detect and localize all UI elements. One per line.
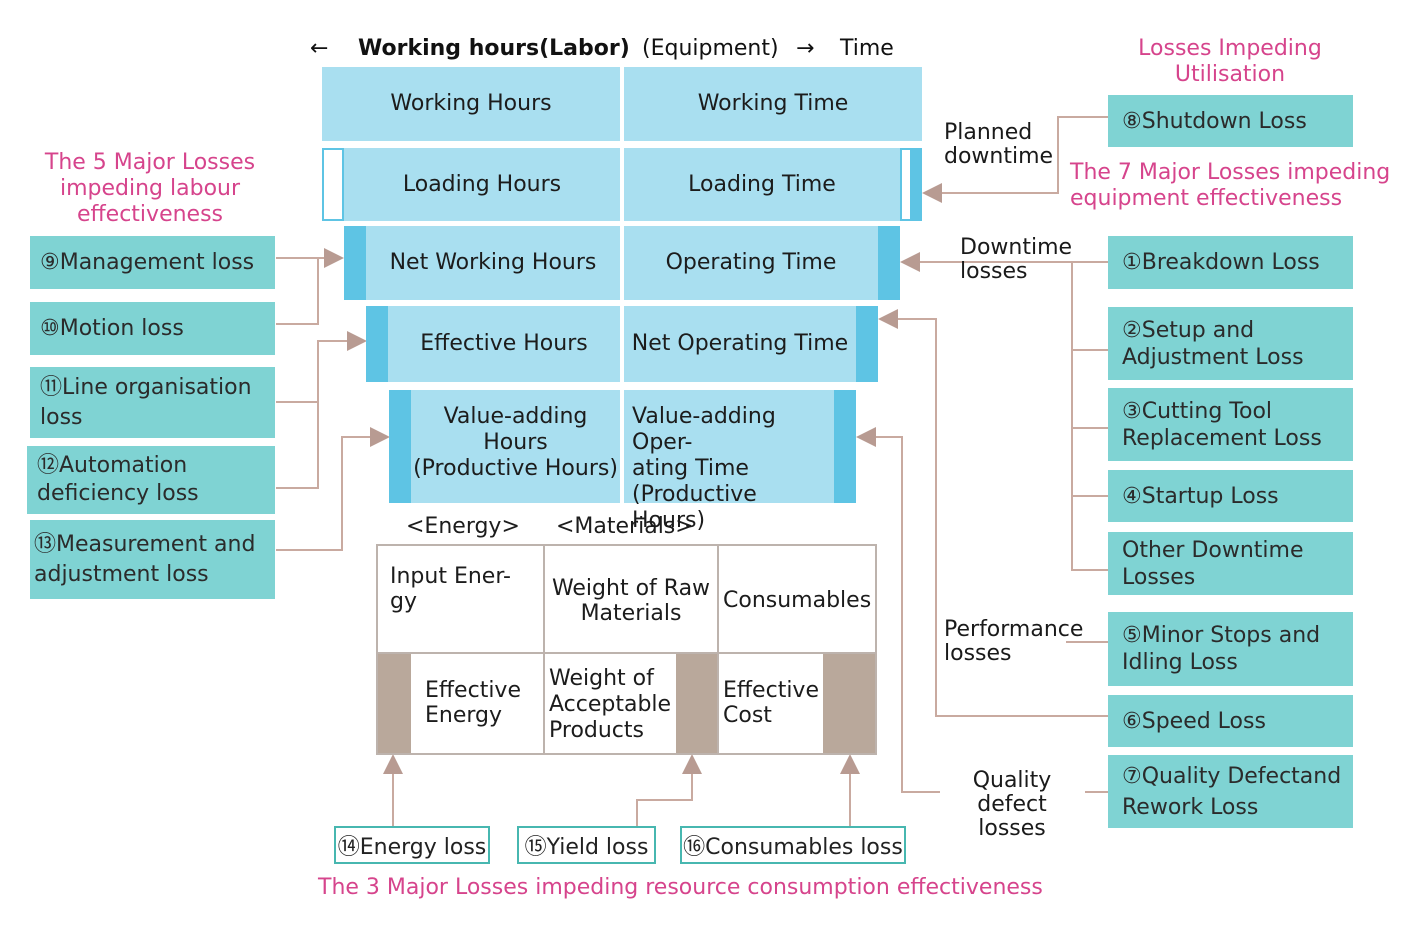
effective-hours-box: Effective Hours: [388, 306, 620, 382]
yield-loss-bar: [676, 654, 717, 753]
resource-losses-title: The 3 Major Losses impeding resource con…: [318, 875, 1043, 900]
working-time-box: Working Time: [624, 67, 922, 141]
speed-loss-box: ⑥Speed Loss: [1108, 695, 1353, 747]
working-hours-box: Working Hours: [322, 67, 620, 141]
labour-loss-bar-2: [366, 306, 388, 382]
consumables-loss-bar: [823, 654, 875, 753]
labour-losses-title: The 5 Major Losses impeding labour effec…: [44, 150, 256, 227]
net-operating-time-box: Net Operating Time: [624, 306, 856, 382]
resource-col-divider-1: [543, 546, 545, 753]
header-labor: Working hours(Labor): [358, 36, 630, 61]
consumables-cell: Consumables: [723, 588, 872, 613]
utilisation-losses-title: Losses Impeding Utilisation: [1138, 36, 1322, 87]
value-adding-hours-box: Value-adding Hours(Productive Hours): [411, 390, 620, 503]
header-arrow-right: →: [796, 36, 815, 61]
header-arrow-left: ←: [310, 36, 329, 61]
labour-loss-bar-1: [344, 226, 366, 300]
value-adding-operating-time-box: Value-adding Oper-ating Time(Productive …: [624, 390, 834, 533]
yield-loss-box: ⑮Yield loss: [517, 826, 656, 864]
resource-col-divider-2: [717, 546, 719, 753]
shutdown-loss-box: ⑧Shutdown Loss: [1108, 95, 1353, 147]
net-working-hours-box: Net Working Hours: [366, 226, 620, 300]
input-energy-cell: Input Ener-gy: [390, 564, 511, 614]
quality-loss-bar: [834, 390, 856, 503]
resource-row-divider: [378, 652, 875, 654]
loading-hours-box: Loading Hours: [344, 148, 620, 221]
equipment-losses-title: The 7 Major Losses impeding equipment ef…: [1070, 160, 1391, 211]
downtime-loss-bar: [878, 226, 900, 300]
planned-downtime-bar-left: [322, 148, 344, 221]
planned-downtime-bar-right-empty: [900, 148, 912, 221]
operating-time-box: Operating Time: [624, 226, 878, 300]
materials-header: <Materials>: [556, 514, 694, 539]
energy-header: <Energy>: [406, 514, 520, 539]
performance-loss-bar: [856, 306, 878, 382]
labour-loss-bar-3: [389, 390, 411, 503]
breakdown-loss-box: ①Breakdown Loss: [1108, 236, 1353, 289]
header-time: Time: [840, 36, 894, 61]
energy-loss-bar: [378, 654, 411, 753]
management-loss-box: ⑨Management loss: [30, 236, 275, 289]
header-equipment: (Equipment): [642, 36, 779, 61]
startup-loss-box: ④Startup Loss: [1108, 470, 1353, 522]
motion-loss-box: ⑩Motion loss: [30, 302, 275, 355]
planned-downtime-bar-right: [912, 148, 922, 221]
energy-loss-box: ⑭Energy loss: [334, 826, 490, 864]
loading-time-box: Loading Time: [624, 148, 900, 221]
consumables-loss-box: ⑯Consumables loss: [680, 826, 906, 864]
